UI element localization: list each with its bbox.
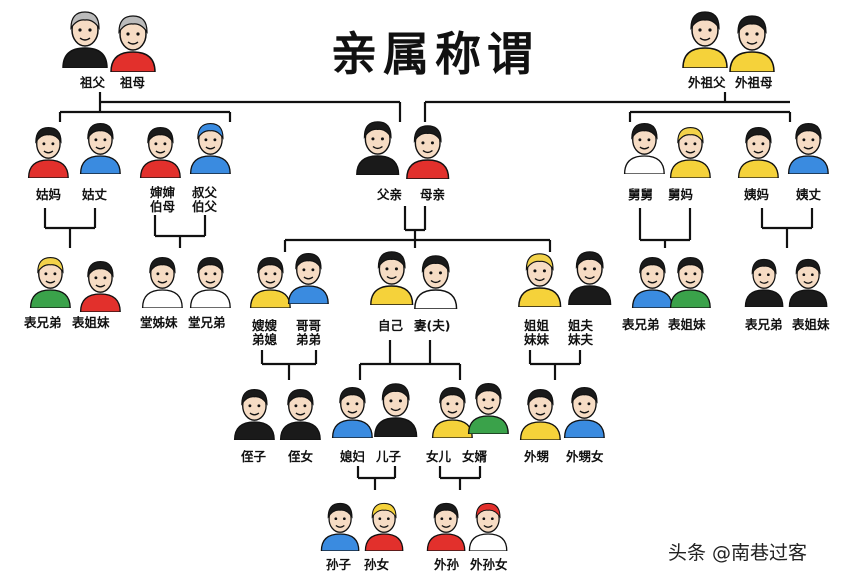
label-brother: 哥哥 弟弟 (296, 318, 322, 347)
figure-brother-in-law (568, 251, 612, 305)
figure-aunt-pat (27, 127, 69, 178)
figure-self (370, 251, 414, 305)
figure-nephew (233, 389, 275, 440)
figure-daughter-granddaughter (468, 502, 508, 551)
label-sister-daughter: 外甥女 (566, 449, 604, 464)
label-aunt-mat: 姨妈 (744, 187, 770, 202)
label-cousin4: 表兄弟 (745, 317, 783, 332)
figure-mother (406, 125, 450, 179)
figure-uncle-in-law-pat (79, 123, 121, 174)
figure-grandfather (62, 11, 108, 68)
figure-grandson (320, 502, 360, 551)
figure-cousin1 (29, 257, 71, 308)
label-uncle-pat: 叔父 伯父 (192, 185, 218, 214)
label-father: 父亲 (377, 187, 403, 202)
figure-niece (279, 389, 321, 440)
figure-sister-daughter (563, 387, 605, 438)
figure-sister-in-law (249, 257, 291, 308)
figure-sister-son (519, 389, 561, 440)
label-daughter-in-law: 媳妇 (340, 449, 366, 464)
label-uncle-in-law-mat: 姨丈 (796, 187, 822, 202)
figure-mat-grandmother (729, 15, 775, 72)
label-cousin1b: 表姐妹 (72, 315, 110, 330)
label-sister: 姐姐 妹妹 (524, 318, 550, 347)
figure-uncle-mat (623, 123, 665, 174)
label-cousin2: 堂姊妹 (140, 315, 178, 330)
figure-cousin2 (141, 257, 183, 308)
label-niece: 侄女 (288, 449, 314, 464)
label-sister-son: 外甥 (524, 449, 550, 464)
figure-cousin3b (669, 257, 711, 308)
figure-cousin4 (744, 258, 784, 307)
label-spouse: 妻(夫) (414, 318, 451, 333)
label-uncle-mat: 舅舅 (628, 187, 654, 202)
figure-aunt-mat (737, 127, 779, 178)
figure-son-in-law (467, 383, 509, 434)
figure-cousin4b (788, 258, 828, 307)
label-cousin4b: 表姐妹 (792, 317, 830, 332)
label-daughter-granddaughter: 外孙女 (470, 557, 508, 572)
label-granddaughter: 孙女 (364, 557, 390, 572)
figure-son (374, 383, 418, 437)
label-son-in-law: 女婿 (462, 449, 488, 464)
label-aunt-wife: 婶婶 伯母 (150, 185, 176, 214)
watermark: 头条 @南巷过客 (668, 542, 808, 564)
figure-granddaughter (364, 502, 404, 551)
label-daughter-grandson: 外孙 (434, 557, 460, 572)
label-uncle-in-law-pat: 姑丈 (82, 187, 108, 202)
label-grandfather: 祖父 (80, 75, 106, 90)
figure-cousin2b (189, 257, 231, 308)
label-cousin2b: 堂兄弟 (188, 315, 226, 330)
label-aunt-pat: 姑妈 (36, 187, 62, 202)
label-mother: 母亲 (420, 187, 446, 202)
figure-daughter-grandson (426, 502, 466, 551)
figure-uncle-in-law-mat (787, 123, 829, 174)
label-grandmother: 祖母 (120, 75, 146, 90)
label-cousin3: 表兄弟 (622, 317, 660, 332)
label-self: 自己 (378, 318, 404, 333)
label-aunt-mat-wife: 舅妈 (668, 187, 694, 202)
label-son: 儿子 (376, 449, 402, 464)
figure-mat-grandfather (682, 11, 728, 68)
figure-daughter (431, 387, 473, 438)
label-daughter: 女儿 (426, 449, 452, 464)
label-brother-in-law: 姐夫 妹夫 (568, 318, 594, 347)
label-nephew: 侄子 (241, 449, 267, 464)
family-tree-connectors (43, 92, 814, 490)
figure-aunt-mat-wife (669, 127, 711, 178)
figure-cousin1b (79, 261, 121, 312)
label-mat-grandmother: 外祖母 (735, 75, 773, 90)
label-sister-in-law: 嫂嫂 弟媳 (252, 318, 278, 347)
figure-spouse (414, 255, 458, 309)
diagram-title: 亲属称谓 (331, 27, 539, 81)
label-mat-grandfather: 外祖父 (688, 75, 726, 90)
label-grandson: 孙子 (326, 557, 352, 572)
figure-grandmother (110, 15, 156, 72)
figure-aunt-wife (139, 127, 181, 178)
label-cousin3b: 表姐妹 (668, 317, 706, 332)
figure-sister (518, 253, 562, 307)
figure-daughter-in-law (331, 387, 373, 438)
figure-father (356, 121, 400, 175)
figure-cousin3 (631, 257, 673, 308)
figure-uncle-pat (189, 123, 231, 174)
label-cousin1: 表兄弟 (24, 315, 62, 330)
figure-brother (287, 253, 329, 304)
